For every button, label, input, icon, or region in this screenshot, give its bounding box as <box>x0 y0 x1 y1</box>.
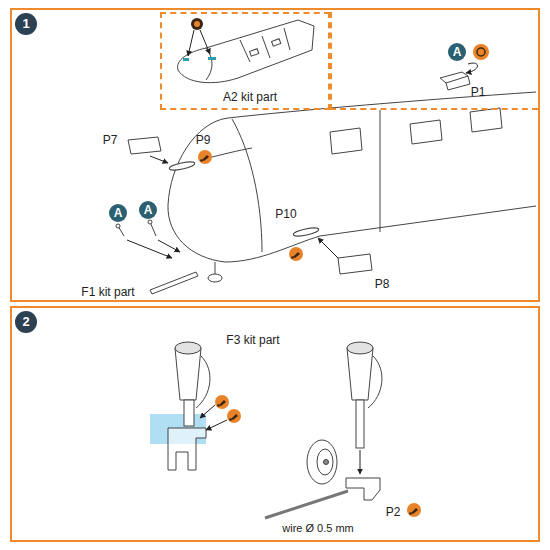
strut-f3 <box>168 342 210 470</box>
step-panel: 1A2 kit partP1AAA <box>10 8 540 302</box>
wire <box>265 491 348 518</box>
leader-line <box>318 238 338 258</box>
wheel <box>307 440 337 484</box>
leader-line <box>150 156 168 163</box>
leader-line <box>360 450 361 474</box>
p7-part <box>128 137 161 154</box>
bend-arrow <box>466 63 478 73</box>
light-letter-circle: A <box>109 204 127 222</box>
inset-box: A2 kit part <box>160 12 330 110</box>
strut <box>347 342 382 448</box>
light-part <box>183 58 189 61</box>
paint-icon <box>191 18 203 30</box>
part-label: A2 kit part <box>223 90 277 104</box>
kit-part-label: F3 kit part <box>226 333 279 347</box>
part-label: P1 <box>471 85 486 99</box>
light-letter: A <box>114 206 123 220</box>
leader-line <box>188 30 194 56</box>
glue-icon <box>215 395 229 409</box>
kit-part-label: F1 kit part <box>81 285 134 299</box>
p8-part <box>338 254 372 274</box>
part-number: P7 <box>103 133 118 147</box>
p2-bracket <box>346 478 380 500</box>
p10-part <box>293 226 320 237</box>
light-letter-circle: A <box>448 43 466 61</box>
glue-icon <box>198 150 212 164</box>
leader-line <box>127 240 172 258</box>
glue-icon <box>407 503 421 517</box>
step-number: 2 <box>15 311 37 333</box>
p9-part <box>169 160 196 171</box>
step-number: 1 <box>15 13 37 35</box>
photo-etch-icon <box>473 44 489 60</box>
helicopter-nose <box>168 92 536 282</box>
paint-icon <box>194 21 200 27</box>
leader-line <box>200 30 210 54</box>
leader-line <box>206 420 227 430</box>
light-letter-circle: A <box>139 201 157 219</box>
part-number: P8 <box>375 277 390 291</box>
p1-part <box>440 72 470 90</box>
part-number: P9 <box>196 133 211 147</box>
pitot-f1 <box>150 272 198 294</box>
dimension-note: wire Ø 0.5 mm <box>282 521 354 535</box>
inset-box: P1 A <box>330 12 538 110</box>
part-number: P2 <box>386 505 401 519</box>
light-part <box>208 57 216 60</box>
glue-icon <box>289 247 303 261</box>
light-letter: A <box>453 45 462 59</box>
leader-line <box>158 240 180 252</box>
part-number: P10 <box>275 207 296 221</box>
glue-icon <box>227 409 241 423</box>
light-letter: A <box>144 203 153 217</box>
leader-line <box>200 405 215 418</box>
light-parts-a <box>116 220 156 236</box>
